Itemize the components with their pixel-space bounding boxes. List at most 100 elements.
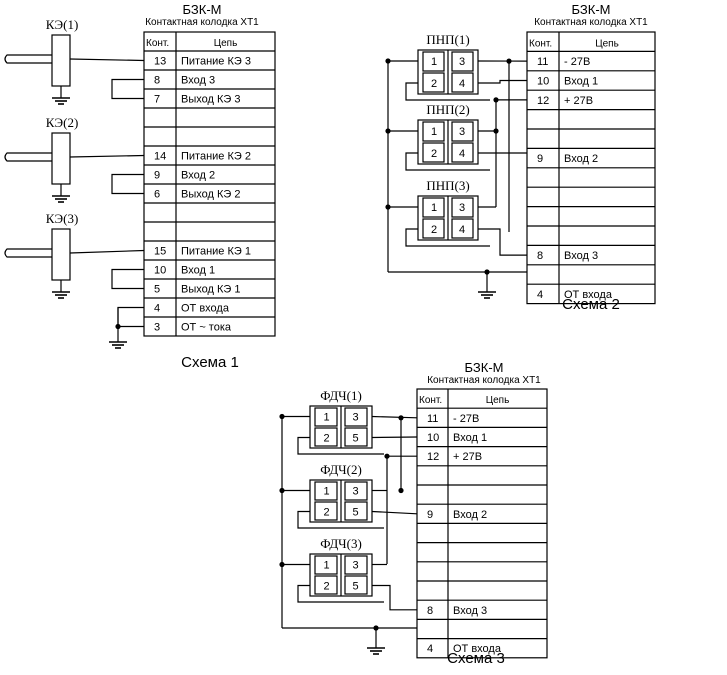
sensor-label: КЭ(3) xyxy=(46,211,79,226)
terminal-pin-number: 6 xyxy=(154,189,160,201)
column-header-circuit: Цепь xyxy=(214,38,238,49)
terminal-circuit-label: ОТ входа xyxy=(453,643,502,655)
device-pin-number: 3 xyxy=(352,412,358,424)
device-pin-number: 5 xyxy=(352,581,358,593)
device-pin-number: 1 xyxy=(431,56,437,68)
device-pin-number: 2 xyxy=(323,581,329,593)
device-pin-number: 2 xyxy=(323,507,329,519)
pin4-wire-input3 xyxy=(478,228,527,256)
device-pin-number: 3 xyxy=(459,56,465,68)
pin5-wire-input3 xyxy=(372,584,417,611)
device-pin-cell xyxy=(314,501,338,521)
terminal-circuit-label: - 27В xyxy=(564,56,590,68)
pin5-wire-input1 xyxy=(371,436,418,439)
terminal-pin-number: 12 xyxy=(537,95,549,107)
terminal-circuit-label: + 27В xyxy=(453,451,482,463)
device-pin-cell xyxy=(422,218,445,239)
device-pin-number: 4 xyxy=(459,148,465,160)
device-label: ПНП(1) xyxy=(426,32,469,47)
terminal-circuit-label: Выход КЭ 1 xyxy=(181,284,240,296)
device-pin-cell xyxy=(314,407,338,427)
sensor-supply-wire xyxy=(69,249,145,254)
sensor-probe xyxy=(4,54,52,64)
scheme2-caption: Схема 2 xyxy=(562,296,620,313)
terminal-circuit-label: Вход 1 xyxy=(564,76,598,88)
device-pin-cell xyxy=(344,427,368,447)
sensor-body xyxy=(51,228,71,281)
s1-block-title: Контактная колодка XT1 xyxy=(145,17,259,28)
device-pin-cell xyxy=(314,555,338,575)
terminal-circuit-label: Вход 3 xyxy=(564,250,598,262)
device-pin-number: 1 xyxy=(323,560,329,572)
sensor-probe xyxy=(4,152,52,162)
terminal-circuit-label: ОТ входа xyxy=(181,303,230,315)
device-pin-number: 1 xyxy=(323,412,329,424)
terminal-pin-number: 15 xyxy=(154,246,166,258)
terminal-pin-number: 3 xyxy=(154,322,160,334)
device-pin-cell xyxy=(344,575,368,595)
device-pin-number: 2 xyxy=(431,78,437,90)
column-header-pin: Конт. xyxy=(146,38,169,49)
junction-dot xyxy=(279,487,285,494)
device-pin-cell xyxy=(422,121,445,142)
pin2-loop xyxy=(297,436,384,455)
terminal-pin-number: 8 xyxy=(154,75,160,87)
scheme3-caption: Схема 3 xyxy=(447,650,505,667)
terminal-pin-number: 7 xyxy=(154,94,160,106)
junction-dot xyxy=(385,58,391,64)
junction-dot xyxy=(385,128,391,134)
column-header-pin: Конт. xyxy=(419,395,442,406)
device-pin-number: 2 xyxy=(431,224,437,236)
pin4-wire-input1 xyxy=(478,79,527,84)
device-label: ФДЧ(3) xyxy=(320,536,362,551)
device-pin-cell xyxy=(422,51,445,72)
sensor-label: КЭ(2) xyxy=(46,115,79,130)
junction-dot xyxy=(279,561,285,568)
device-pin-number: 1 xyxy=(431,202,437,214)
terminal-pin-number: 8 xyxy=(427,605,433,617)
terminal-circuit-label: Вход 3 xyxy=(181,75,215,87)
common-wire xyxy=(117,306,144,328)
terminal-pin-number: 13 xyxy=(154,56,166,68)
terminal-circuit-label: + 27В xyxy=(564,95,593,107)
device-pin-cell xyxy=(451,142,474,163)
s1-device-title: БЗК-М xyxy=(183,2,222,17)
device-pin-cell xyxy=(314,427,338,447)
device-pin-cell xyxy=(451,197,474,218)
device-pin-cell xyxy=(451,51,474,72)
junction-dot xyxy=(493,128,499,134)
terminal-pin-number: 10 xyxy=(537,76,549,88)
device-pin-cell xyxy=(451,121,474,142)
junction-dot xyxy=(398,487,404,494)
terminal-circuit-label: Вход 2 xyxy=(453,509,487,521)
sensor-body xyxy=(51,132,71,185)
terminal-pin-number: 4 xyxy=(537,289,543,301)
device-pin-cell xyxy=(344,501,368,521)
device-pin-number: 5 xyxy=(352,433,358,445)
s2-block-title: Контактная колодка XT1 xyxy=(534,17,648,28)
device-pin-cell xyxy=(344,481,368,501)
device-pin-cell xyxy=(422,72,445,93)
terminal-circuit-label: Вход 1 xyxy=(453,432,487,444)
device-label: ФДЧ(1) xyxy=(320,388,362,403)
device-pin-number: 1 xyxy=(323,486,329,498)
pin2-loop xyxy=(405,228,490,247)
pin5-wire-input2 xyxy=(371,510,418,515)
terminal-circuit-label: - 27В xyxy=(453,413,479,425)
junction-dot xyxy=(384,453,390,459)
s2-device-title: БЗК-М xyxy=(572,2,611,17)
device-pin-cell xyxy=(314,575,338,595)
device-pin-number: 2 xyxy=(323,433,329,445)
terminal-pin-number: 10 xyxy=(154,265,166,277)
junction-dot xyxy=(385,204,391,210)
sensor-supply-wire xyxy=(69,154,145,158)
terminal-pin-number: 9 xyxy=(154,170,160,182)
junction-dot xyxy=(115,323,121,330)
scheme1-caption: Схема 1 xyxy=(181,354,239,371)
device-pin-number: 5 xyxy=(352,507,358,519)
device-pin-number: 3 xyxy=(352,560,358,572)
terminal-circuit-label: Выход КЭ 3 xyxy=(181,94,240,106)
column-header-circuit: Цепь xyxy=(486,395,510,406)
terminal-pin-number: 5 xyxy=(154,284,160,296)
device-pin-number: 2 xyxy=(431,148,437,160)
